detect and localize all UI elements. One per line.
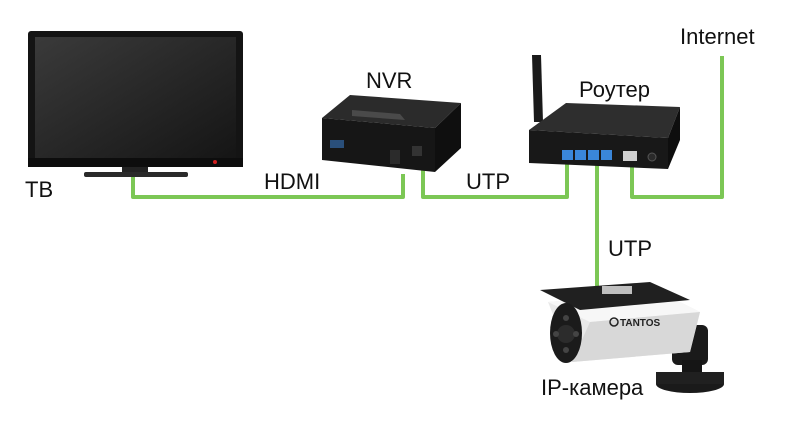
cable-hdmi: [131, 172, 405, 199]
label-utp-nvr-router: UTP: [466, 169, 510, 194]
camera-brand-label: TANTOS: [620, 318, 661, 329]
label-hdmi: HDMI: [264, 169, 321, 194]
router-ports: [562, 150, 657, 162]
tv-icon: [28, 31, 243, 177]
nvr-icon: [322, 95, 461, 172]
label-tv: ТВ: [25, 177, 54, 202]
ip-camera-icon: [540, 282, 724, 393]
router-icon: [529, 55, 680, 169]
label-internet: Internet: [680, 24, 755, 49]
label-camera: IP-камера: [541, 375, 644, 400]
label-router: Роутер: [579, 77, 650, 102]
label-utp-camera: UTP: [608, 236, 652, 261]
cable-utp-nvr-router: [421, 163, 569, 199]
label-nvr: NVR: [366, 68, 413, 93]
cable-internet: [630, 56, 724, 199]
cables: [131, 56, 724, 289]
